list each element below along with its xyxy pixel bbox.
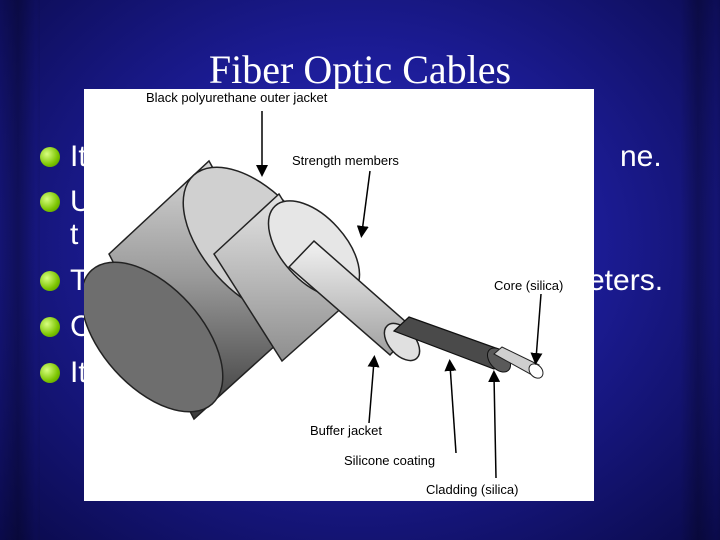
outer-jacket-end: [80, 261, 224, 413]
bullet-dot-icon: [40, 192, 60, 212]
bullet-item: It: [40, 351, 700, 395]
core-face: [528, 363, 544, 379]
fiber-cable-illustration: [80, 111, 544, 479]
bullet-dot-icon: [40, 271, 60, 291]
bullet-dot-icon: [40, 147, 60, 167]
bullet-text: It: [70, 140, 87, 173]
label-core: Core (silica): [494, 278, 564, 293]
slide-title: Fiber Optic Cables: [208, 47, 512, 92]
bullet-text-tail: eters.: [588, 264, 664, 297]
label-outer-jacket: Black polyurethane outer jacket: [146, 90, 328, 105]
label-silicone-coating: Silicone coating: [344, 453, 436, 468]
bullet-item-continuation: t: [40, 213, 700, 257]
label-strength-members: Strength members: [292, 153, 399, 168]
label-cladding: Cladding (silica): [426, 482, 519, 497]
bullet-item: It ne.: [40, 135, 700, 179]
label-buffer-jacket: Buffer jacket: [310, 423, 383, 438]
cladding-shape: [493, 346, 540, 376]
bullet-text-tail: ne.: [620, 140, 662, 173]
bullet-dot-icon: [40, 363, 60, 383]
bullet-item: T eters.: [40, 259, 700, 303]
bullet-text: It: [70, 356, 87, 389]
fiber-cable-diagram: Black polyurethane outer jacket Strength…: [80, 89, 594, 501]
bullet-text: t: [70, 218, 79, 251]
bullet-dot-icon: [40, 317, 60, 337]
